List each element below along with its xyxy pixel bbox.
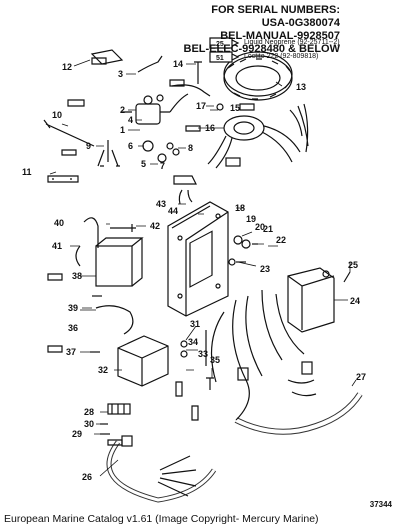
serial-header-line-2: USA-0G380074: [261, 17, 340, 29]
callout-27: 27: [356, 372, 366, 382]
stator-part-13: [223, 51, 293, 101]
mounting-plate-part-18: [167, 201, 229, 317]
sealant-tubes: [47, 57, 255, 446]
bolt-part-10: [43, 119, 95, 147]
callout-1: 1: [120, 125, 125, 135]
callout-40: 40: [54, 218, 64, 228]
clip-part-12: [90, 49, 124, 65]
callout-12: 12: [62, 62, 72, 72]
callout-43: 43: [156, 199, 166, 209]
callout-37: 37: [66, 347, 76, 357]
callout-11: 11: [22, 167, 32, 177]
harness-part-27: [210, 289, 363, 435]
rectifier-part-24: [287, 267, 335, 333]
callout-numbers: 1 2 3 4 5 6 7 8 9 10 11 12 13 14 15 16 1…: [22, 59, 366, 482]
callout-16: 16: [205, 123, 215, 133]
callout-19: 19: [246, 214, 256, 224]
callout-10: 10: [52, 110, 62, 120]
grommet-part-5: [157, 153, 167, 163]
callout-15: 15: [230, 103, 240, 113]
legend-loctite: Loctite 222 (92-809818): [244, 53, 319, 60]
switch-box-part-32: [117, 335, 169, 387]
harness-part-9: [97, 140, 120, 167]
callout-22: 22: [276, 235, 286, 245]
legend-tube-51-label: 51: [216, 55, 224, 62]
callout-28: 28: [84, 407, 94, 417]
legend-liquid-neoprene: Liquid Neoprene (92-25711--2): [244, 39, 340, 46]
lead-part-17: [171, 84, 211, 97]
harness-part-26: [106, 435, 217, 503]
callout-7: 7: [160, 161, 165, 171]
callout-29: 29: [72, 429, 82, 439]
figure-id: 37344: [369, 500, 392, 509]
callout-31: 31: [190, 319, 200, 329]
callout-3: 3: [118, 69, 123, 79]
callout-13: 13: [296, 82, 306, 92]
legend-tube-icons: [209, 37, 240, 63]
callout-25: 25: [348, 260, 358, 270]
grommet-part-6: [142, 140, 154, 152]
legend-tube-25-label: 25: [216, 41, 224, 48]
solenoid-part-1: [122, 93, 189, 125]
lead-part-41: [75, 245, 81, 267]
callout-8: 8: [188, 143, 193, 153]
image-caption: European Marine Catalog v1.61 (Image Cop…: [4, 513, 319, 525]
callout-20: 20: [255, 222, 265, 232]
serial-header-line-4: BEL-ELEC-9928480 & BELOW: [183, 43, 340, 55]
callout-41: 41: [52, 241, 62, 251]
callout-33: 33: [198, 349, 208, 359]
callout-6: 6: [128, 141, 133, 151]
grommet-part-31: [180, 340, 188, 348]
callout-26: 26: [82, 472, 92, 482]
screw-part-14: [194, 61, 202, 84]
washer-part-15: [216, 103, 224, 111]
wire-part-36: [95, 305, 134, 335]
callout-18: 18: [235, 203, 245, 213]
callout-21: 21: [263, 224, 273, 234]
grommet-part-33: [180, 350, 188, 358]
wire-part-3: [137, 55, 163, 73]
callout-38: 38: [72, 271, 82, 281]
serial-header-line-1: FOR SERIAL NUMBERS:: [211, 4, 340, 16]
bracket-part-11: [47, 175, 79, 183]
boot-part-40: [83, 217, 99, 248]
connector-part-43: [173, 175, 197, 205]
callout-24: 24: [350, 296, 360, 306]
callout-23: 23: [260, 264, 270, 274]
callout-35: 35: [210, 355, 220, 365]
callout-30: 30: [84, 419, 94, 429]
callout-5: 5: [141, 159, 146, 169]
callout-9: 9: [86, 141, 91, 151]
callout-17: 17: [196, 101, 206, 111]
callout-34: 34: [188, 337, 198, 347]
trigger-part-16: [207, 103, 309, 169]
callout-42: 42: [150, 221, 160, 231]
callout-14: 14: [173, 59, 183, 69]
callout-36: 36: [68, 323, 78, 333]
callout-4: 4: [128, 115, 133, 125]
plug-part-42: [110, 224, 136, 232]
terminal-block-part-28: [107, 403, 131, 415]
callout-44: 44: [168, 206, 178, 216]
serial-header-line-3: BEL-MANUAL-9928507: [220, 30, 340, 42]
bolt-part-35: [206, 377, 214, 390]
callout-32: 32: [98, 365, 108, 375]
hardware-parts-19-23: [228, 235, 258, 266]
leader-lines: [49, 59, 357, 477]
callout-39: 39: [68, 303, 78, 313]
bolt-part-25: [343, 271, 351, 283]
coil-part-38: [95, 237, 144, 287]
callout-2: 2: [120, 105, 125, 115]
